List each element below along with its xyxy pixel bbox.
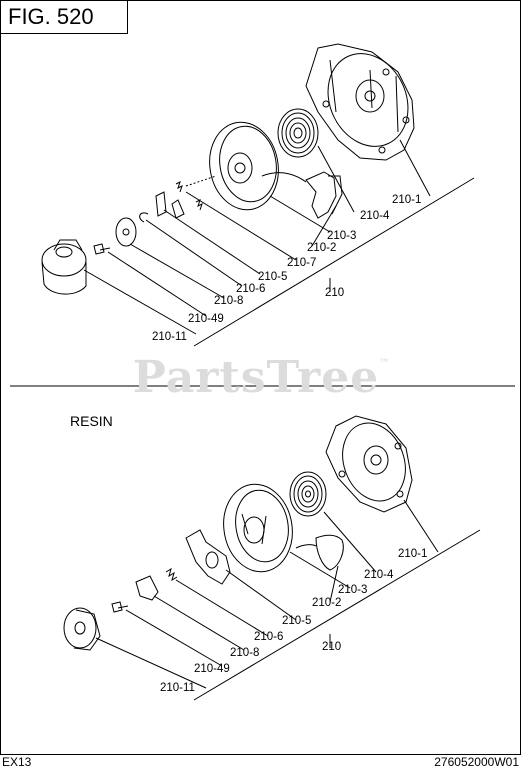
upper-assembly: [41, 43, 475, 347]
pawl-upper-a: [155, 191, 167, 217]
lower-callout-labels: 210-1 210-4 210-3 210-2 210-5 210-6 210 …: [160, 548, 427, 694]
spiral-spring-upper: [277, 108, 319, 158]
callout-upper-210-4: 210-4: [360, 210, 390, 222]
callout-upper-210-5: 210-5: [258, 271, 287, 283]
lower-assembly: [63, 415, 481, 701]
callout-lower-210: 210: [322, 641, 341, 653]
lower-section-label: RESIN: [70, 413, 113, 429]
callout-lower-210-2: 210-2: [312, 597, 341, 609]
figure-label: FIG. 520: [0, 0, 128, 34]
reel-lower: [223, 483, 293, 573]
pawl-spring-upper: [195, 199, 203, 211]
callout-upper-210: 210: [325, 287, 344, 299]
callout-upper-210-49: 210-49: [188, 313, 224, 325]
bolt-lower: [111, 601, 129, 613]
starter-case-lower: [325, 415, 413, 513]
callout-lower-210-8: 210-8: [230, 647, 259, 659]
watermark: PartsTree™: [132, 352, 391, 403]
callout-lower-210-6: 210-6: [254, 631, 283, 643]
diagram-frame: [0, 0, 521, 755]
starter-pulley-upper: [41, 239, 87, 295]
footer-model-code: EX13: [2, 755, 32, 769]
callout-lower-210-11: 210-11: [160, 682, 195, 694]
callout-lower-210-1: 210-1: [398, 548, 427, 560]
pawl-upper-b: [171, 199, 185, 219]
small-spring-lower: [165, 567, 178, 582]
callout-upper-210-6: 210-6: [236, 283, 265, 295]
starter-pulley-lower: [63, 607, 101, 651]
friction-plate-upper: [115, 217, 137, 247]
starter-case-upper: [305, 43, 415, 161]
ratchet-lower: [185, 529, 231, 585]
handle-upper: [305, 171, 343, 219]
small-spring-upper: [175, 181, 183, 193]
spiral-spring-lower: [289, 471, 327, 517]
callout-upper-210-1: 210-1: [392, 194, 421, 206]
callout-lower-210-5: 210-5: [282, 615, 311, 627]
callout-upper-210-3: 210-3: [327, 230, 356, 242]
clip-upper: [139, 212, 149, 223]
footer-drawing-number: 276052000W01: [434, 755, 519, 769]
callout-lower-210-49: 210-49: [194, 663, 230, 675]
callout-upper-210-8: 210-8: [214, 295, 243, 307]
callout-upper-210-11: 210-11: [152, 331, 187, 343]
bolt-upper: [93, 243, 111, 255]
upper-callout-labels: 210-1 210-4 210-3 210-2 210-7 210-5 210-…: [152, 194, 421, 343]
callout-upper-210-7: 210-7: [287, 257, 316, 269]
callout-lower-210-4: 210-4: [364, 569, 394, 581]
callout-lower-210-3: 210-3: [338, 584, 367, 596]
reel-upper: [209, 121, 307, 211]
callout-bus-line-lower: [193, 529, 481, 701]
friction-plate-lower: [135, 575, 159, 601]
callout-bus-line-upper: [193, 177, 475, 347]
handle-lower: [295, 534, 344, 571]
callout-upper-210-2: 210-2: [307, 242, 336, 254]
